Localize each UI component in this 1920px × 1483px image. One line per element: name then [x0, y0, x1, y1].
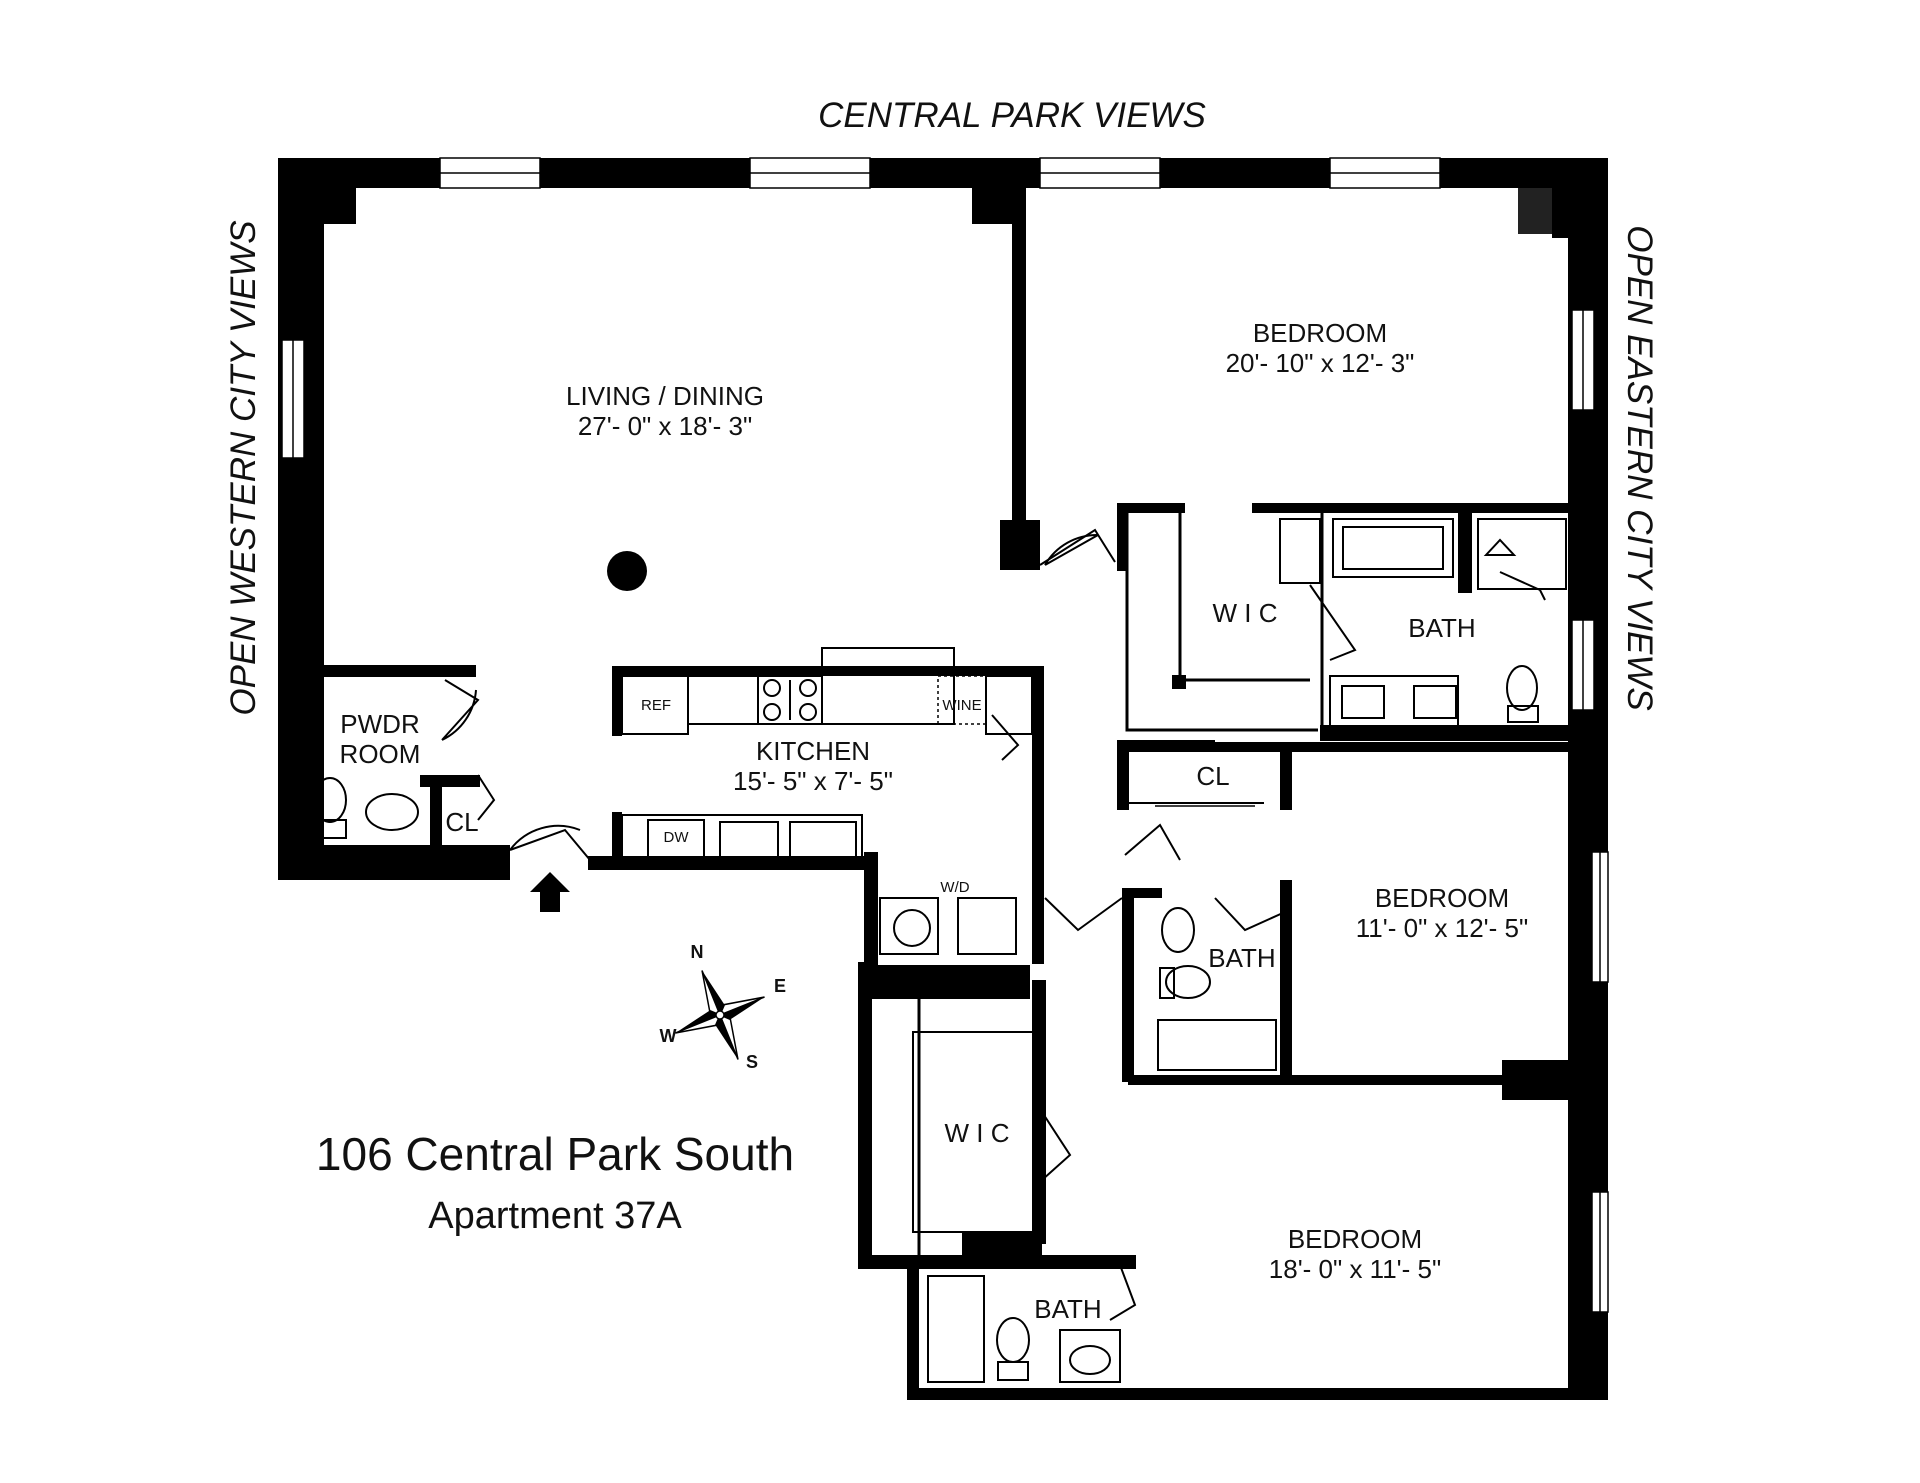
- west-view-label: OPEN WESTERN CITY VIEWS: [224, 220, 263, 715]
- compass-s: S: [746, 1052, 758, 1072]
- bedroom-se-label: BEDROOM: [1288, 1224, 1422, 1254]
- doors: [441, 528, 1546, 1321]
- dw-label: DW: [664, 829, 690, 846]
- entry-closet-label: CL: [445, 807, 478, 837]
- bath-fixtures: [311, 518, 1567, 1383]
- wic-s-label: W I C: [945, 1118, 1010, 1148]
- kitchen-fixtures: [621, 647, 1033, 955]
- living-dining-dims: 27'- 0" x 18'- 3": [578, 411, 752, 441]
- hall-closet-label: CL: [1196, 761, 1229, 791]
- kitchen-label: KITCHEN: [756, 736, 870, 766]
- windows: [281, 157, 1609, 1313]
- bath-s-label: BATH: [1034, 1294, 1101, 1324]
- column: [607, 551, 647, 591]
- pwdr-room-label-1: PWDR: [340, 709, 419, 739]
- compass-e: E: [774, 976, 786, 996]
- bedroom-se-dims: 18'- 0" x 11'- 5": [1269, 1254, 1441, 1284]
- thin-walls: [917, 513, 1324, 1255]
- bath-ne-label: BATH: [1408, 613, 1475, 643]
- address-street: 106 Central Park South: [316, 1128, 794, 1180]
- compass-w: W: [660, 1026, 677, 1046]
- wd-label: W/D: [940, 879, 969, 896]
- north-view-label: CENTRAL PARK VIEWS: [818, 96, 1206, 135]
- bedroom-ne-dims: 20'- 10" x 12'- 3": [1226, 348, 1415, 378]
- interior-walls: [306, 188, 1608, 1082]
- bedroom-e-dims: 11'- 0" x 12'- 5": [1356, 913, 1528, 943]
- compass-n: N: [691, 942, 704, 962]
- wine-label: WINE: [942, 697, 981, 714]
- pwdr-room-label-2: ROOM: [340, 739, 421, 769]
- east-view-label: OPEN EASTERN CITY VIEWS: [1620, 225, 1659, 711]
- living-dining-label: LIVING / DINING: [566, 381, 764, 411]
- bedroom-ne-label: BEDROOM: [1253, 318, 1387, 348]
- entry-arrow-icon: [530, 872, 570, 912]
- bath-e-label: BATH: [1208, 943, 1275, 973]
- kitchen-dims: 15'- 5" x 7'- 5": [733, 766, 893, 796]
- compass-icon: [675, 970, 765, 1060]
- wic-ne-label: W I C: [1213, 598, 1278, 628]
- bedroom-e-label: BEDROOM: [1375, 883, 1509, 913]
- address-unit: Apartment 37A: [428, 1195, 682, 1237]
- ref-label: REF: [641, 697, 671, 714]
